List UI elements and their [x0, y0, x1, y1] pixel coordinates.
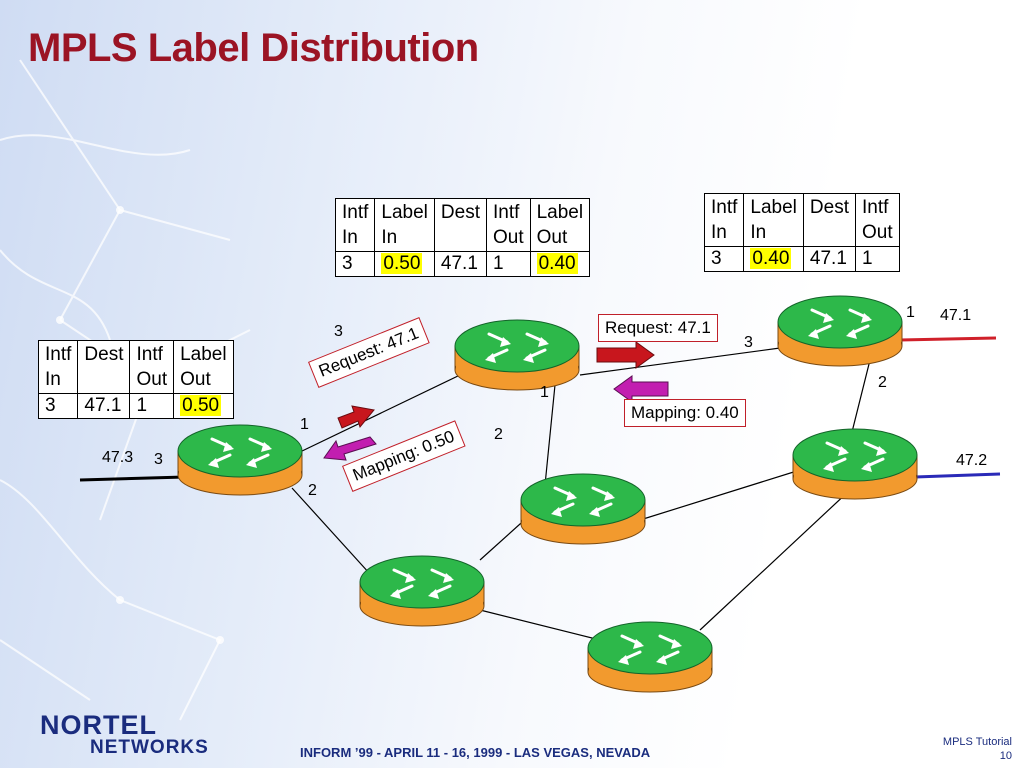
mapping-arrow-icon — [613, 375, 669, 403]
link — [291, 487, 381, 586]
port-label: 3 — [334, 323, 343, 340]
port-label: 2 — [494, 426, 503, 443]
router-icon — [519, 472, 647, 546]
link — [849, 359, 871, 441]
port-label: 3 — [154, 451, 163, 468]
port-label: 1 — [540, 384, 549, 401]
router-icon — [776, 294, 904, 368]
table-header: Dest — [802, 193, 856, 247]
link — [579, 347, 781, 376]
prefix-label: 47.1 — [940, 307, 972, 324]
table-cell: 47.1 — [433, 251, 487, 277]
table-cell: 3 — [703, 246, 745, 272]
highlighted-label: 0.40 — [536, 253, 578, 274]
highlighted-label: 0.50 — [180, 395, 222, 416]
link — [699, 489, 851, 631]
highlighted-label: 0.40 — [750, 248, 792, 269]
router-icon — [586, 620, 714, 694]
network-links — [291, 347, 871, 641]
mapping-arrow-icon — [323, 436, 377, 461]
router-icon — [791, 427, 919, 501]
port-label: 2 — [308, 482, 317, 499]
table-cell: 0.50 — [173, 393, 234, 419]
link — [299, 374, 461, 453]
link — [479, 609, 601, 641]
page-number: 10 — [999, 750, 1012, 762]
port-label: 3 — [744, 334, 753, 351]
table-cell: 0.50 — [374, 251, 435, 277]
table-cell: 47.1 — [77, 393, 131, 419]
port-label: 1 — [906, 304, 915, 321]
request-arrow-icon — [337, 405, 375, 429]
nortel-logo: NORTEL NETWORKS — [40, 710, 209, 758]
table-row: 3 47.1 1 0.50 — [37, 393, 234, 419]
prefix-label: 47.3 — [102, 449, 134, 466]
router-icon — [358, 554, 486, 628]
edge-link-47-1 — [899, 336, 997, 342]
table-cell: 3 — [334, 251, 376, 277]
mapping-message: Mapping: 0.40 — [624, 399, 746, 427]
edge-link-47-3 — [79, 475, 186, 482]
table-cell: 1 — [129, 393, 175, 419]
table-header: Dest — [77, 340, 131, 394]
port-label: 1 — [300, 416, 309, 433]
router-icon — [176, 423, 304, 497]
request-message: Request: 47.1 — [598, 314, 718, 342]
edge-link-47-2 — [914, 472, 1001, 479]
port-label: 2 — [878, 374, 887, 391]
request-arrow-icon — [596, 341, 655, 369]
slide-title: MPLS Label Distribution — [28, 26, 479, 70]
table-row: 3 0.40 47.1 1 — [703, 246, 900, 272]
table-cell: 1 — [854, 246, 900, 272]
table-cell: 47.1 — [802, 246, 856, 272]
highlighted-label: 0.50 — [381, 253, 423, 274]
router-icon — [453, 318, 581, 392]
prefix-label: 47.2 — [956, 452, 988, 469]
table-header: Dest — [433, 198, 487, 252]
table-row: 3 0.50 47.1 1 0.40 — [334, 251, 591, 277]
table-cell: 0.40 — [529, 251, 591, 277]
link — [544, 384, 556, 486]
table-cell: 3 — [37, 393, 79, 419]
footer-right: MPLS Tutorial 10 — [943, 735, 1012, 763]
table-cell: 0.40 — [743, 246, 804, 272]
link — [639, 469, 801, 521]
footer-event: INFORM ’99 - APRIL 11 - 16, 1999 - LAS V… — [300, 745, 651, 760]
footer-tutorial-title: MPLS Tutorial — [942, 736, 1012, 748]
